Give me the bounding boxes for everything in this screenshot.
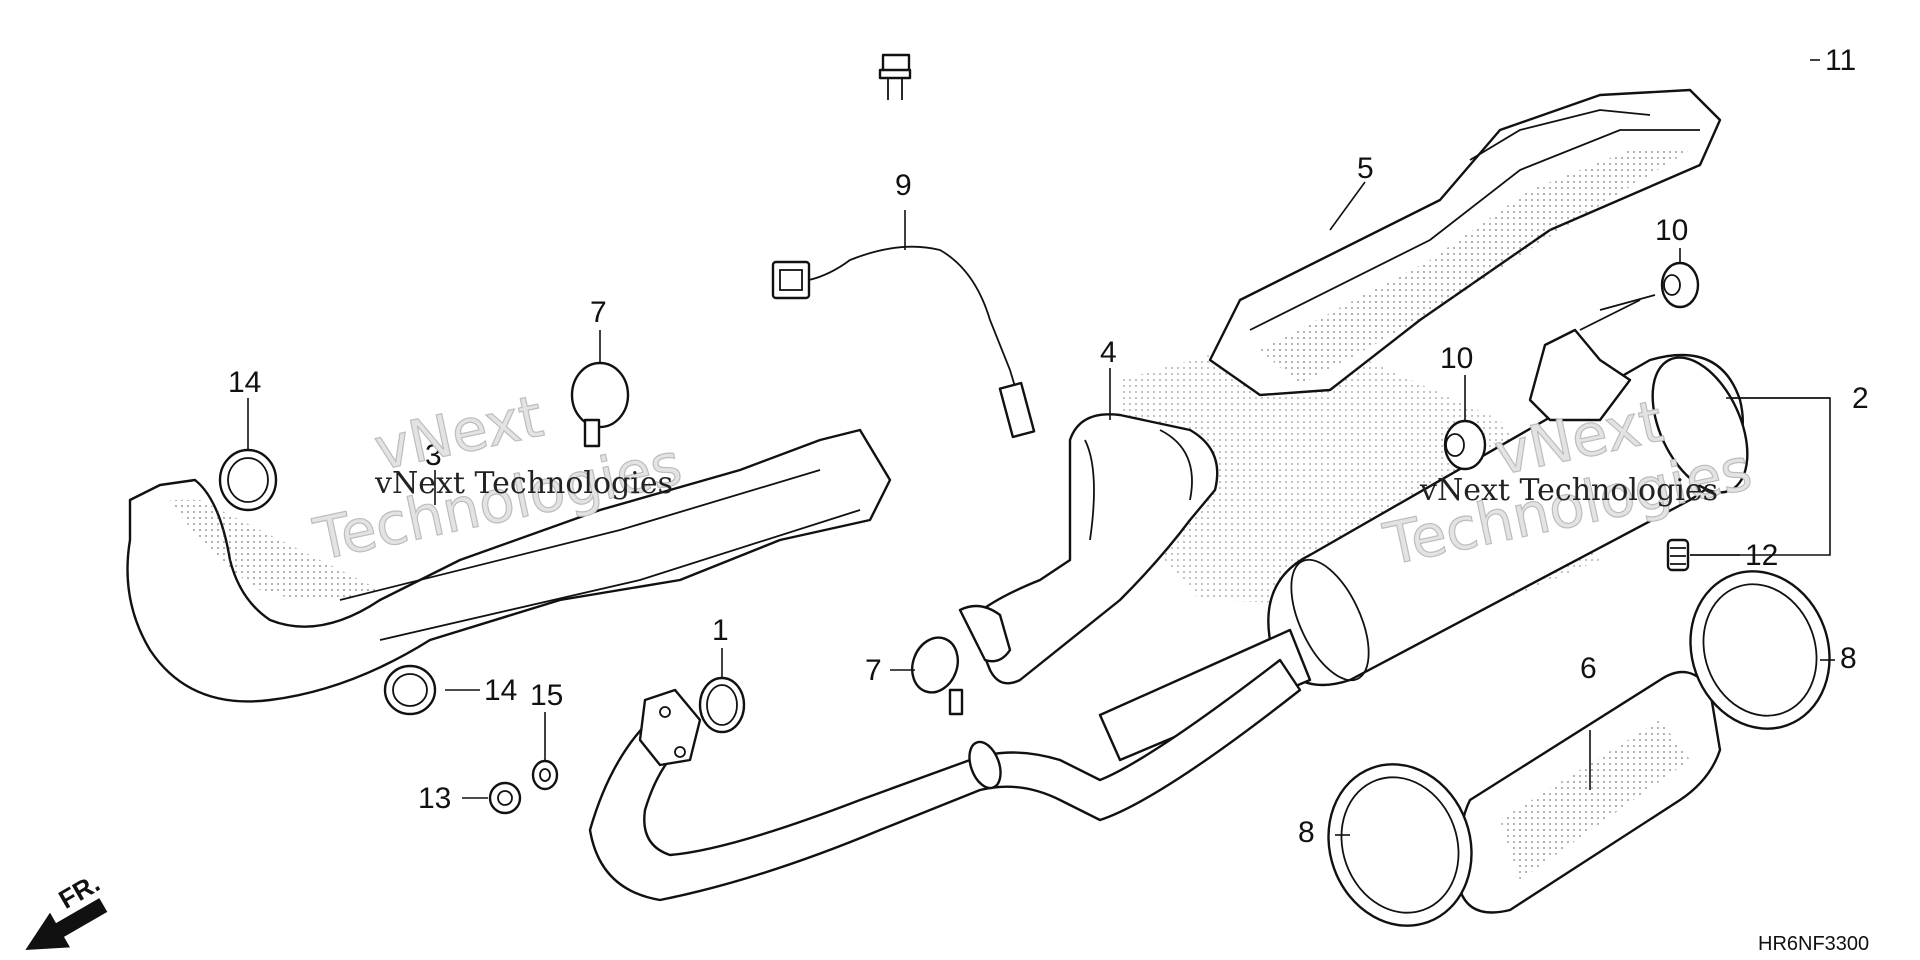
label-part-7-upper: 7 [590, 296, 607, 329]
label-part-8-upper: 8 [1840, 642, 1857, 675]
watermark-left-line: vNext Technologies [374, 466, 673, 501]
label-part-6: 6 [1580, 652, 1597, 685]
exhaust-pipe [588, 658, 1302, 902]
label-part-13: 13 [418, 782, 451, 815]
clamp-14-upper [218, 448, 278, 512]
band-upper [1689, 570, 1831, 730]
label-part-14-upper: 14 [228, 366, 261, 399]
label-part-3: 3 [425, 439, 442, 472]
o2-sensor [771, 245, 1036, 439]
part-labels: 1 2 3 4 5 6 7 7 8 8 9 10 10 11 12 13 14 … [228, 44, 1869, 849]
plug-12 [1666, 538, 1690, 572]
label-part-1: 1 [712, 614, 729, 647]
diagram-code: HR6NF3300 [1758, 933, 1869, 955]
clamp-7-lower [911, 636, 964, 716]
band-lower [1327, 763, 1473, 927]
muffler [1098, 299, 1749, 762]
front-direction-arrow: FR. [25, 868, 108, 950]
exhaust-header [126, 428, 892, 703]
collar-10-upper [1599, 261, 1700, 311]
heat-shield-lower [958, 413, 1219, 685]
heat-shield-upper [1208, 88, 1722, 397]
muffler-cover [1457, 670, 1722, 914]
clamp-7-upper [570, 361, 630, 448]
bolt-11 [878, 53, 912, 100]
label-part-5: 5 [1357, 152, 1374, 185]
watermark-right-line: vNext Technologies [1419, 473, 1718, 508]
washer-15 [531, 759, 559, 791]
label-part-8-lower: 8 [1298, 816, 1315, 849]
label-part-12: 12 [1745, 539, 1778, 572]
gasket [698, 676, 746, 734]
label-part-15: 15 [530, 679, 563, 712]
label-part-14-lower: 14 [484, 674, 517, 707]
label-part-7-lower: 7 [865, 654, 882, 687]
label-part-10-lower: 10 [1440, 342, 1473, 375]
clamp-14-lower [383, 664, 437, 716]
label-part-2: 2 [1852, 382, 1869, 415]
label-part-11: 11 [1825, 44, 1856, 77]
nut-13 [488, 781, 522, 815]
leader-lines [247, 59, 1835, 836]
label-part-4: 4 [1100, 336, 1117, 369]
label-part-10-upper: 10 [1655, 214, 1688, 247]
label-part-9: 9 [895, 169, 912, 202]
collar-10-lower [1443, 419, 1487, 471]
